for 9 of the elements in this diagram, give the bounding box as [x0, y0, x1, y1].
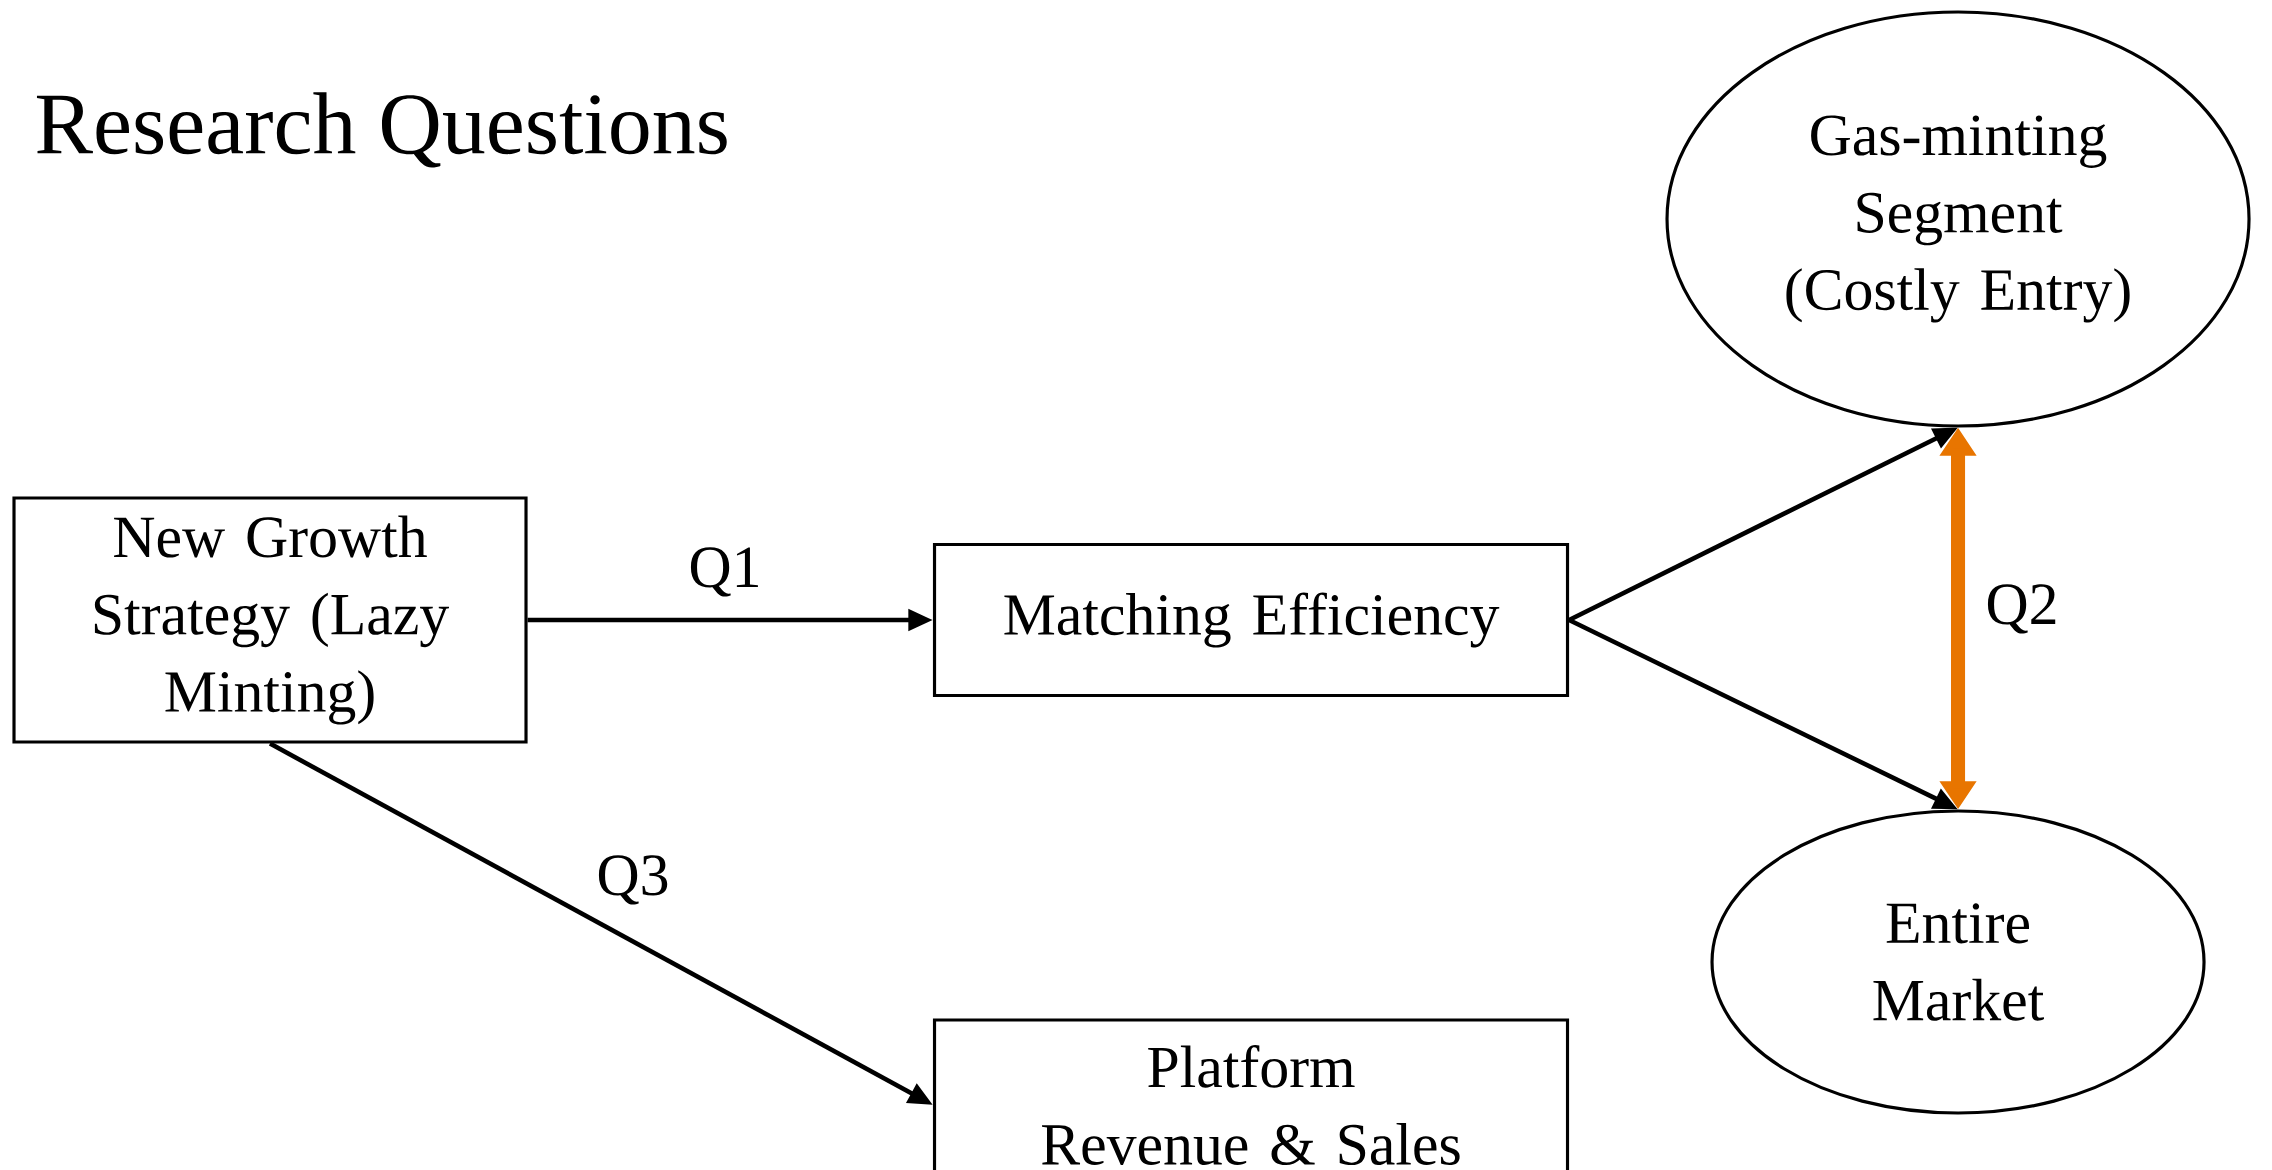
- ellipse-node: Entire Market: [1710, 809, 2206, 1115]
- edge-label: Q1: [681, 540, 769, 604]
- process-box: Matching Efficiency: [932, 542, 1570, 698]
- process-box: New Growth Strategy (Lazy Minting): [12, 496, 528, 744]
- ellipse-node: Gas-minting Segment (Costly Entry): [1665, 10, 2251, 428]
- edge-label: Q3: [589, 848, 677, 912]
- edge-label: Q2: [1978, 577, 2066, 641]
- title: Research Questions: [36, 92, 727, 168]
- process-box: Platform Revenue & Sales: [932, 1018, 1570, 1170]
